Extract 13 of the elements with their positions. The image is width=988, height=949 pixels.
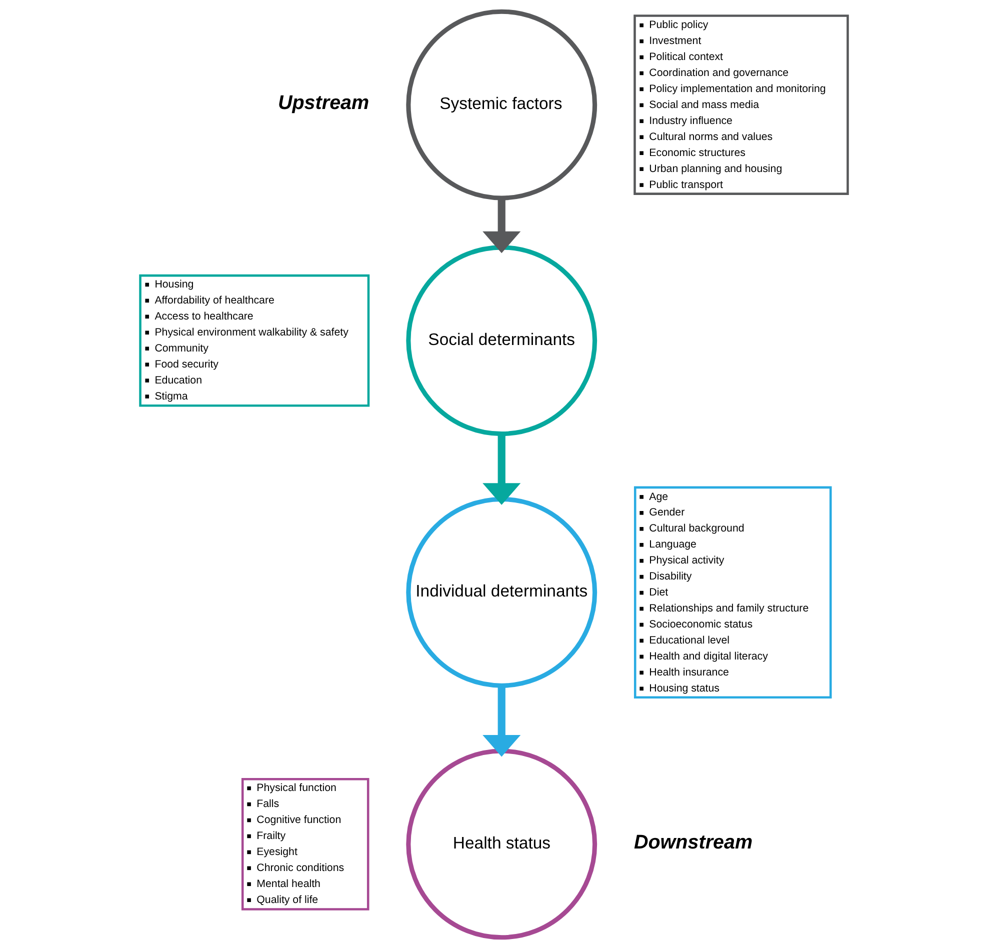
node-circle: Health status <box>406 748 598 940</box>
node-circle: Social determinants <box>406 245 598 436</box>
node-box: Housing Affordability of healthcare Access to healthcare Physical environment walkability & safety Community Food security Education Stigma <box>139 274 370 407</box>
arrow <box>482 686 521 757</box>
arrow <box>482 198 521 254</box>
label: Upstream <box>278 92 370 114</box>
node-circle: Systemic factors <box>406 9 598 200</box>
node-box: Physical function Falls Cognitive function Frailty Eyesight Chronic conditions Mental health Quality of life <box>241 778 370 910</box>
label: Downstream <box>634 831 753 854</box>
node-box: Age Gender Cultural background Language Physical activity Disability Diet Relationships and family structure Socioeconomic status Educational level Health and digital literacy Health insurance Housing status <box>634 486 832 699</box>
arrow <box>482 434 521 505</box>
node-circle: Individual determinants <box>406 496 598 688</box>
node-box: Public policy Investment Political context Coordination and governance Policy implementation and monitoring Social and mass media Industry influence Cultural norms and values Economic structures Urban planning and housing Public transport <box>634 14 849 195</box>
